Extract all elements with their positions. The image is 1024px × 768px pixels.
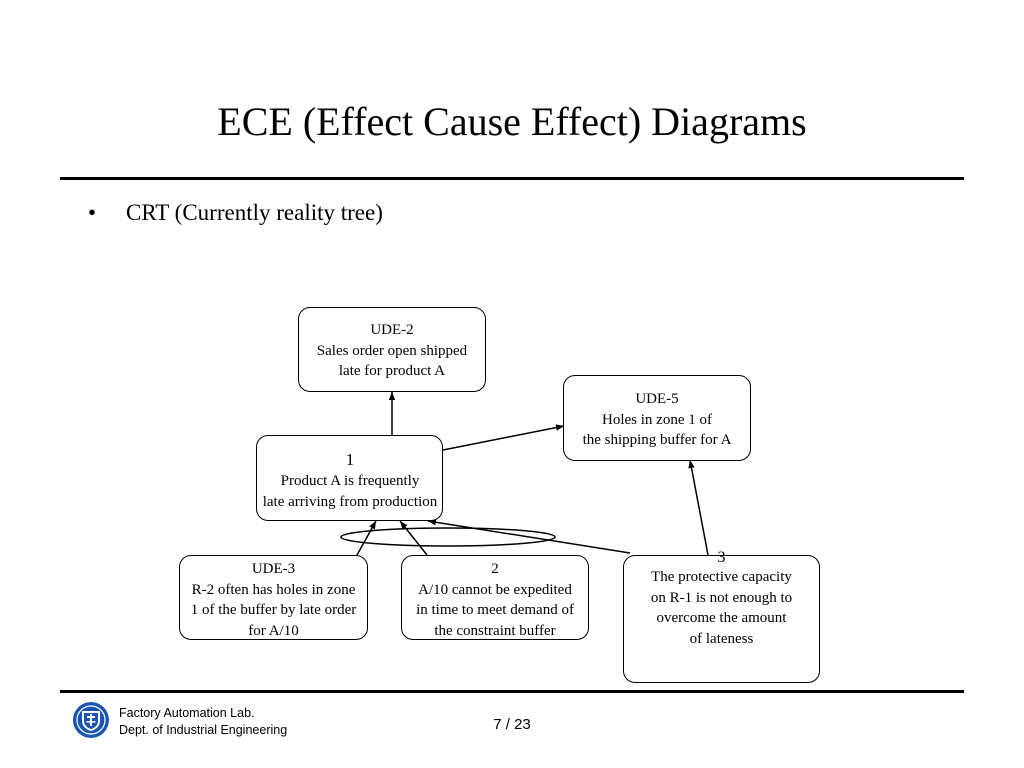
node-2-box xyxy=(401,555,589,640)
node-ude3-line: UDE-3 xyxy=(251,561,296,577)
node-ude2-text: UDE-2 Sales order open shipped late for … xyxy=(298,320,486,382)
bullet-icon: • xyxy=(88,200,97,225)
node-ude2-line: late for product A xyxy=(338,363,446,379)
node-ude5-line: Holes in zone 1 of xyxy=(602,411,712,428)
node-3-text: 3 The protective capacity on R-1 is not … xyxy=(623,548,820,649)
bullet-item: • CRT (Currently reality tree) xyxy=(88,198,383,228)
node-ude3-box xyxy=(179,555,368,640)
node-ude5-box xyxy=(563,375,751,461)
footer-lab-info: Factory Automation Lab. Dept. of Industr… xyxy=(119,705,287,739)
node-ude3-line: for A/10 xyxy=(248,622,299,639)
university-seal-icon xyxy=(73,702,109,738)
node-1-line: Product A is frequently xyxy=(280,473,420,489)
node-ude5-line: UDE-5 xyxy=(635,391,679,407)
edge-n2-to-n1 xyxy=(399,520,428,556)
node-2-text: 2 A/10 cannot be expedited in time to me… xyxy=(397,559,593,641)
node-3-line: The protective capacity xyxy=(651,569,792,585)
node-1-number: 1 xyxy=(345,450,355,469)
footer-divider xyxy=(60,690,964,693)
title-divider xyxy=(60,177,964,180)
node-1-text: 1 Product A is frequently late arriving … xyxy=(250,449,450,512)
node-2-line: the constraint buffer xyxy=(434,622,556,639)
footer-lab-name: Factory Automation Lab. xyxy=(119,706,255,720)
node-ude2-line: Sales order open shipped xyxy=(316,342,468,359)
bullet-text: CRT (Currently reality tree) xyxy=(126,200,383,225)
node-2-line: A/10 cannot be expedited xyxy=(418,581,572,598)
node-ude3-text: UDE-3 R-2 often has holes in zone 1 of t… xyxy=(174,559,373,641)
node-3-line: of lateness xyxy=(689,630,754,647)
node-1-line: late arriving from production xyxy=(262,493,438,510)
node-1-box xyxy=(256,435,443,521)
edge-ude3-to-n1 xyxy=(356,520,377,556)
node-3-line: on R-1 is not enough to xyxy=(650,589,793,606)
node-ude5-text: UDE-5 Holes in zone 1 of the shipping bu… xyxy=(563,389,751,451)
node-ude3-line: 1 of the buffer by late order xyxy=(190,602,357,618)
node-ude2-line: UDE-2 xyxy=(370,322,414,338)
node-2-line: in time to meet demand of xyxy=(416,602,574,618)
footer-dept-name: Dept. of Industrial Engineering xyxy=(119,723,288,737)
node-2-number: 2 xyxy=(491,561,499,577)
slide-title: ECE (Effect Cause Effect) Diagrams xyxy=(217,99,807,144)
edge-n1-to-ude5 xyxy=(442,424,565,451)
node-ude5-line: the shipping buffer for A xyxy=(582,432,732,448)
node-3-number: 3 xyxy=(717,549,726,566)
node-3-box xyxy=(623,555,820,683)
node-ude3-line: R-2 often has holes in zone xyxy=(191,581,356,598)
node-ude2-box xyxy=(298,307,486,392)
edge-n3-to-ude5 xyxy=(688,459,709,556)
node-3-line: overcome the amount xyxy=(656,610,787,626)
edge-n3-to-n1 xyxy=(427,519,631,554)
and-connector-ellipse xyxy=(340,527,556,547)
page-number: 7 / 23 xyxy=(493,716,531,733)
